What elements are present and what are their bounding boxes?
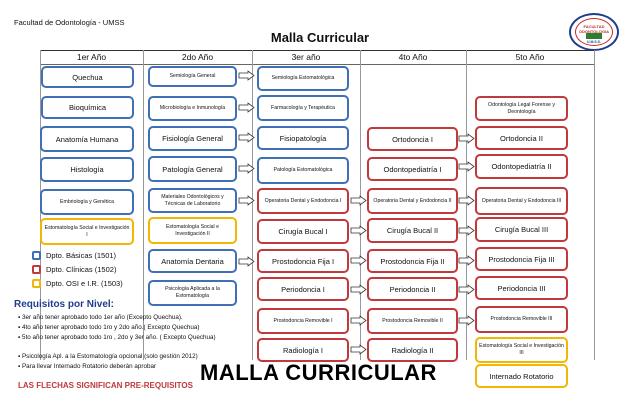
course-prostodoncia-fija-2: Prostodoncia Fija II (367, 249, 458, 273)
course-periodoncia-1: Periodoncia I (257, 277, 349, 301)
legend-item-clinicas: Dpto. Clínicas (1502) (32, 265, 116, 274)
legend-label: Dpto. OSI e I.R. (1503) (46, 279, 123, 288)
table-top-rule (40, 50, 594, 51)
course-histologia: Histología (40, 157, 134, 182)
column-header-year-4: 4to Año (398, 52, 428, 62)
column-header-year-1: 1er Año (76, 52, 107, 62)
arrow-icon (350, 284, 367, 295)
column-header-year-5: 5to Año (515, 52, 545, 62)
legend-item-basicas: Dpto. Básicas (1501) (32, 251, 116, 260)
faculty-logo-icon: FACULTAD ODONTOLOGIA U.M.S.S. (569, 13, 619, 51)
course-patologia-estomatologica: Patología Estomatológica (257, 157, 349, 184)
legend-item-osi: Dpto. OSI e I.R. (1503) (32, 279, 123, 288)
course-odontologia-legal: Odontología Legal Forense y Deontología (475, 96, 568, 121)
course-semiologia-general: Semiología General (148, 66, 237, 87)
course-odontopediatria-1: Odontopediatría I (367, 157, 458, 181)
course-operatoria-dental-1: Operatoria Dental y Endodoncia I (257, 188, 349, 214)
arrow-icon (350, 255, 367, 266)
course-estomatologia-social-1: Estomatología Social e Investigación I (40, 218, 134, 245)
course-cirugia-bucal-1: Cirugía Bucal I (257, 219, 349, 244)
course-bioquimica: Bioquímica (41, 96, 134, 119)
course-estomatologia-social-2: Estomatología Social e Investigación II (148, 217, 237, 244)
requirements-title: Requisitos por Nivel: (14, 299, 115, 310)
course-prostodoncia-removible-2: Prostodoncia Removible II (367, 308, 458, 334)
logo-text: FACULTAD ODONTOLOGIA (578, 24, 610, 34)
column-divider (466, 50, 467, 360)
course-anatomia-humana: Anatomía Humana (40, 126, 134, 152)
column-divider (360, 50, 361, 360)
legend-label: Dpto. Básicas (1501) (46, 251, 117, 260)
course-periodoncia-3: Periodoncia III (475, 276, 568, 300)
course-fisiopatologia: Fisiopatología (257, 126, 349, 150)
course-internado-rotatorio: Internado Rotatorio (475, 364, 568, 388)
course-periodoncia-2: Periodoncia II (367, 277, 458, 301)
legend-label: Dpto. Clínicas (1502) (46, 265, 117, 274)
course-estomatologia-social-3: Estomatología Social e Investigación III (475, 337, 568, 363)
legend-swatch (32, 265, 41, 274)
faculty-name: Facultad de Odontología - UMSS (14, 18, 125, 27)
requirement-item: ▪ 4to año tener aprobado todo 1ro y 2do … (18, 324, 200, 331)
legend-swatch (32, 251, 41, 260)
arrow-icon (350, 344, 367, 355)
course-odontopediatria-2: Odontopediatría II (475, 154, 568, 179)
header-rule (40, 64, 594, 65)
course-operatoria-dental-3: Operatoria Dental y Endodoncia III (475, 187, 568, 215)
requirement-item: ▪ 3er año tener aprobado todo 1er año (E… (18, 314, 183, 321)
course-radiologia-2: Radiología II (367, 338, 458, 362)
course-ortodoncia-1: Ortodoncia I (367, 127, 458, 151)
column-header-year-3: 3er año (291, 52, 321, 62)
course-prostodoncia-fija-3: Prostodoncia Fija III (475, 247, 568, 271)
legend-swatch (32, 279, 41, 288)
column-header-year-2: 2do Año (181, 52, 214, 62)
course-embriologia-genetica: Embriología y Genética (40, 189, 134, 215)
course-radiologia-1: Radiología I (257, 338, 349, 362)
arrow-icon (350, 315, 367, 326)
course-cirugia-bucal-3: Cirugía Bucal III (475, 217, 568, 242)
course-cirugia-bucal-2: Cirugía Bucal II (367, 218, 458, 243)
course-psicologia-aplicada: Psicología Aplicada a la Estomatología (148, 280, 237, 306)
requirement-item: ▪ Para llevar Internado Rotatorio deberá… (18, 363, 157, 370)
course-patologia-general: Patología General (148, 156, 237, 182)
requirement-item: ▪ Psicología Apl. a la Estomatología opc… (18, 353, 198, 360)
course-prostodoncia-removible-1: Prostodoncia Removible I (257, 308, 349, 334)
logo-subtext: U.M.S.S. (586, 40, 601, 44)
arrow-icon (350, 225, 367, 236)
course-anatomia-dentaria: Anatomía Dentaria (148, 249, 237, 273)
course-operatoria-dental-2: Operatoria Dental y Endodoncia II (367, 188, 458, 214)
overlay-title: MALLA CURRICULAR (200, 360, 437, 385)
page-title: Malla Curricular (270, 30, 370, 45)
course-prostodoncia-fija-1: Prostodoncia Fija I (257, 249, 349, 273)
column-divider (594, 50, 595, 360)
column-divider (143, 50, 144, 360)
course-semiologia-estomatologica: Semiología Estomatológica (257, 66, 349, 91)
course-ortodoncia-2: Ortodoncia II (475, 126, 568, 150)
requirement-item: ▪ 5to año tener aprobado todo 1ro , 2do … (18, 334, 216, 341)
arrows-footnote: LAS FLECHAS SIGNIFICAN PRE-REQUISITOS (18, 381, 193, 390)
course-materiales-odontologicos: Materiales Odontológicos y Técnicas de L… (148, 188, 237, 213)
course-prostodoncia-removible-3: Prostodoncia Removible III (475, 306, 568, 333)
course-farmacologia-terapeutica: Farmacología y Terapéutica (257, 95, 349, 121)
course-microbiologia-inmunologia: Microbiología e Inmunología (148, 96, 237, 121)
course-quechua: Quechua (41, 66, 134, 88)
arrow-icon (350, 195, 367, 206)
course-fisiologia-general: Fisiología General (148, 126, 237, 151)
